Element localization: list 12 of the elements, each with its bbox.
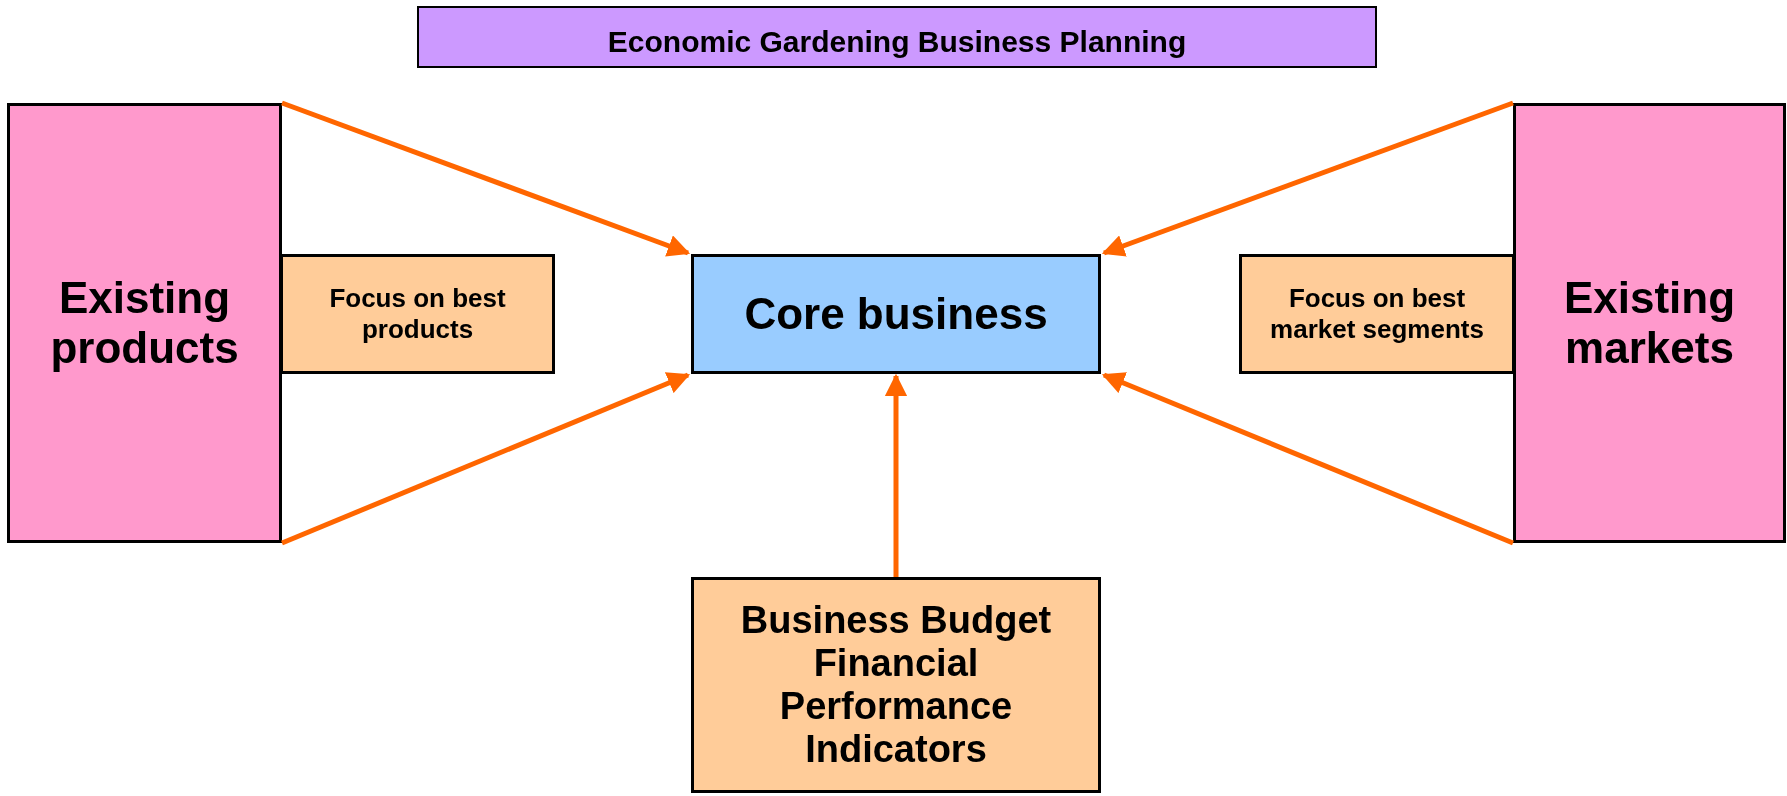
arrow [884,373,908,577]
category-box: Existing products [7,103,282,543]
arrow [281,100,691,257]
focus-box: Focus on best market segments [1239,254,1515,374]
arrow [1101,100,1514,257]
arrow [1101,372,1514,546]
title-banner: Economic Gardening Business Planning [417,6,1377,68]
category-box: Existing markets [1513,103,1786,543]
focus-box: Focus on best products [280,254,555,374]
input-box: Business Budget Financial Performance Indicators [691,577,1101,793]
arrow [281,372,691,546]
core-box: Core business [691,254,1101,374]
